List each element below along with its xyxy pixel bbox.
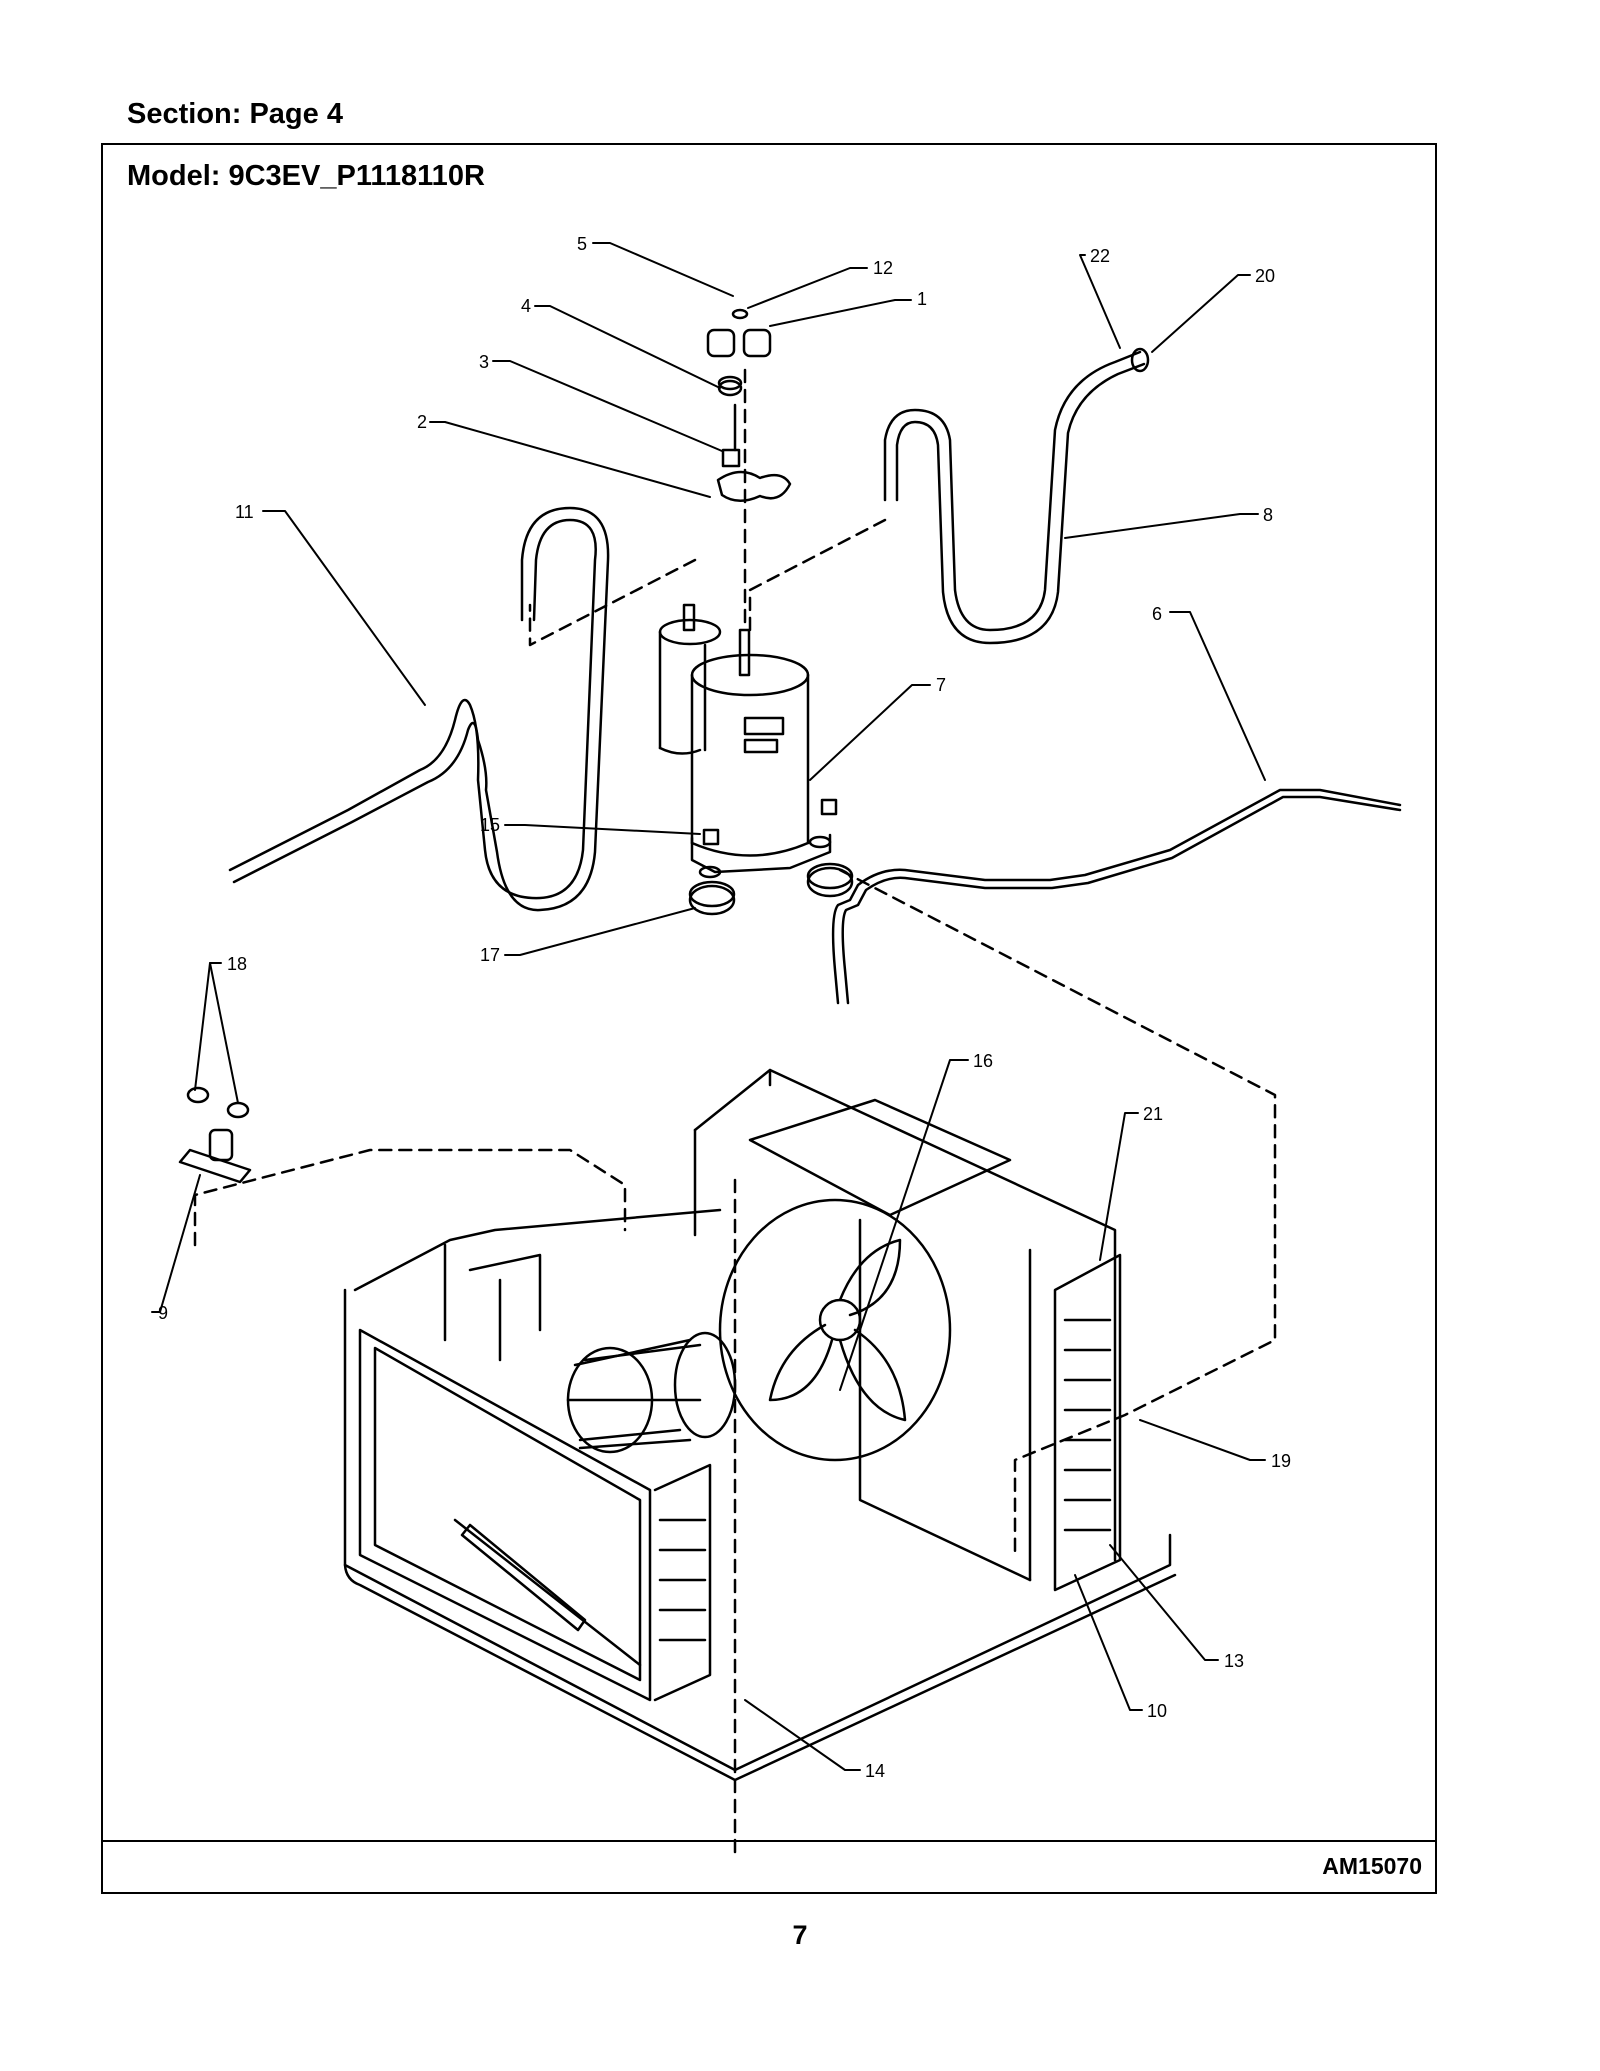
callout-labels: 1 2 3 4 5 6 7 8 9 10 11 12 13 14 15 16 1…: [158, 234, 1291, 1781]
callout-9: 9: [158, 1303, 168, 1323]
callout-14: 14: [865, 1761, 885, 1781]
compressor-grommets-17: [688, 862, 854, 916]
callout-13: 13: [1224, 1651, 1244, 1671]
drawing-id: AM15070: [1322, 1853, 1422, 1879]
model-title: Model: 9C3EV_P1118110R: [127, 160, 485, 192]
callout-8: 8: [1263, 505, 1273, 525]
blower-housing: [353, 1208, 722, 1362]
compressor-accumulator: [658, 603, 722, 755]
callout-7: 7: [936, 675, 946, 695]
compressor: [690, 628, 810, 857]
evaporator-coil: [358, 1328, 712, 1702]
diagram-frame: [101, 143, 1437, 1894]
fan-blade: [718, 1198, 952, 1462]
callout-1: 1: [917, 289, 927, 309]
chassis-base: [343, 1288, 1177, 1782]
callout-3: 3: [479, 352, 489, 372]
terminal-cover-parts: [706, 308, 792, 502]
callout-11: 11: [235, 502, 254, 522]
callout-4: 4: [521, 296, 531, 316]
callout-5: 5: [577, 234, 587, 254]
discharge-tube-8: [883, 350, 1146, 645]
leader-lines: [151, 242, 1266, 1771]
compressor-feet: [690, 833, 832, 879]
section-title: Section: Page 4: [127, 98, 343, 130]
callout-6: 6: [1152, 604, 1162, 624]
capillary-tube-6: [831, 788, 1402, 1005]
callout-16: 16: [973, 1051, 993, 1071]
tube-20-22: [1130, 347, 1150, 373]
callout-17: 17: [480, 945, 500, 965]
assembly-guide-lines: [193, 368, 1277, 1862]
blower-wheel: [566, 1331, 737, 1454]
callout-22: 22: [1090, 246, 1110, 266]
condenser-shroud-21: [693, 1068, 1117, 1582]
callout-20: 20: [1255, 266, 1275, 286]
callout-10: 10: [1147, 1701, 1167, 1721]
callout-12: 12: [873, 258, 893, 278]
callout-18: 18: [227, 954, 247, 974]
thermostat-bulb: [453, 1518, 642, 1667]
condenser-coil: [1053, 1253, 1122, 1592]
callout-21: 21: [1143, 1104, 1163, 1124]
callout-15: 15: [480, 815, 500, 835]
compressor-bolts-15: [702, 798, 838, 846]
footer-divider: [101, 1840, 1437, 1842]
callout-19: 19: [1271, 1451, 1291, 1471]
page-number: 7: [792, 1920, 808, 1950]
suction-tube-11: [228, 506, 610, 912]
callout-2: 2: [417, 412, 427, 432]
switch-9: [178, 1086, 252, 1184]
